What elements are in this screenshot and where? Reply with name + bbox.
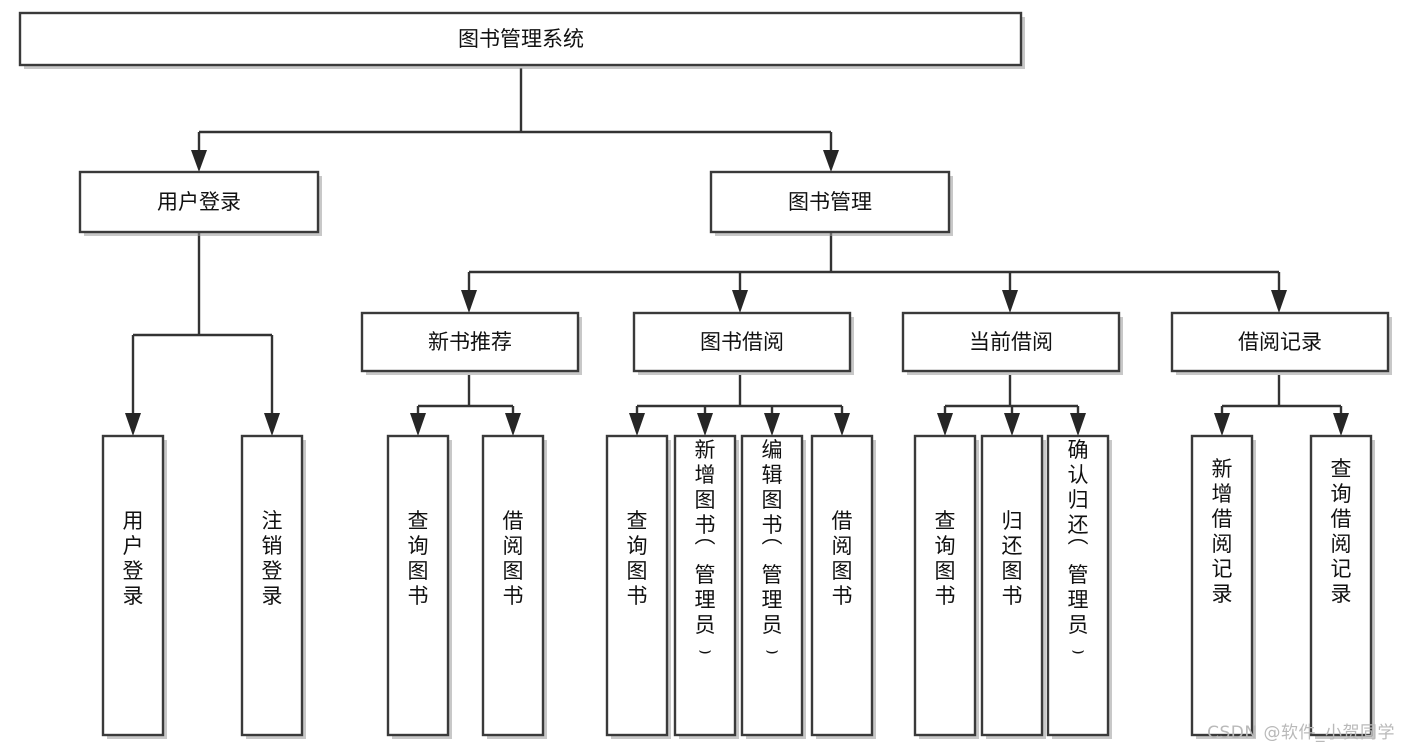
leaf-query-borrow-record-box <box>1309 434 1373 737</box>
leaf-query-book-1-label: 查询图书 <box>408 509 429 608</box>
leaf-return-book-label: 归还图书 <box>1002 509 1023 608</box>
root-label: 图书管理系统 <box>458 27 584 51</box>
user-login-box <box>78 170 320 234</box>
arrow-to-current-borrow <box>1002 290 1018 313</box>
leaf-add-book-admin-box <box>673 434 737 737</box>
arrow-leaf-borrow-book-2 <box>834 413 850 436</box>
leaf-confirm-return-admin-label: 确认归还⌒管理员⌣ <box>1068 438 1089 662</box>
leaf-user-login-box <box>101 434 165 737</box>
arrow-leaf-query-book-1 <box>410 413 426 436</box>
arrow-leaf-add-borrow-record <box>1214 413 1230 436</box>
arrow-leaf-return-book <box>1004 413 1020 436</box>
leaf-borrow-book-2-label: 借阅图书 <box>832 509 853 608</box>
arrow-leaf-confirm-return-admin <box>1070 413 1086 436</box>
leaf-query-book-3-label: 查询图书 <box>935 509 956 608</box>
arrow-leaf-user-login <box>125 413 141 436</box>
leaf-logout-login-box <box>240 434 304 737</box>
arrow-leaf-edit-book-admin <box>764 413 780 436</box>
leaf-user-login[interactable]: 用户登录 <box>101 434 167 739</box>
arrow-to-book-borrow <box>732 290 748 313</box>
leaf-query-book-3[interactable]: 查询图书 <box>913 434 979 739</box>
leaf-return-book-box <box>980 434 1044 737</box>
node-user-login[interactable]: 用户登录 <box>78 170 322 236</box>
arrow-leaf-query-borrow-record <box>1333 413 1349 436</box>
leaf-edit-book-admin-label: 编辑图书⌒管理员⌣ <box>762 438 783 662</box>
arrow-to-book-manage <box>823 150 839 172</box>
arrow-to-borrow-record <box>1271 290 1287 313</box>
leaf-query-book-2[interactable]: 查询图书 <box>605 434 671 739</box>
node-book-borrow[interactable]: 图书借阅 <box>632 311 854 375</box>
leaf-return-book[interactable]: 归还图书 <box>980 434 1046 739</box>
leaf-edit-book-admin-box <box>740 434 804 737</box>
leaf-borrow-book-1-label: 借阅图书 <box>503 509 524 608</box>
leaf-borrow-book-1[interactable]: 借阅图书 <box>481 434 547 739</box>
node-new-book-recommend[interactable]: 新书推荐 <box>360 311 582 375</box>
leaf-query-borrow-record[interactable]: 查询借阅记录 <box>1309 434 1375 739</box>
arrow-leaf-query-book-3 <box>937 413 953 436</box>
leaf-logout-login-label: 注销登录 <box>262 509 283 608</box>
leaf-add-borrow-record-label: 新增借阅记录 <box>1212 457 1233 606</box>
arrow-leaf-add-book-admin <box>697 413 713 436</box>
leaf-borrow-book-2[interactable]: 借阅图书 <box>810 434 876 739</box>
leaf-add-book-admin[interactable]: 新增图书⌒管理员⌣ <box>673 434 739 739</box>
arrow-leaf-logout-login <box>264 413 280 436</box>
leaf-confirm-return-admin-box <box>1046 434 1110 737</box>
leaf-borrow-book-2-box <box>810 434 874 737</box>
book-manage-label: 图书管理 <box>788 190 872 214</box>
leaf-query-book-1-box <box>386 434 450 737</box>
leaf-confirm-return-admin[interactable]: 确认归还⌒管理员⌣ <box>1046 434 1112 739</box>
leaf-query-book-2-box <box>605 434 669 737</box>
connectors-layer <box>125 68 1349 436</box>
node-borrow-record[interactable]: 借阅记录 <box>1170 311 1392 375</box>
nbr-label: 新书推荐 <box>428 330 512 354</box>
arrow-leaf-query-book-2 <box>629 413 645 436</box>
arrow-to-new-book-recommend <box>461 290 477 313</box>
bb-label: 图书借阅 <box>700 330 784 354</box>
br-box <box>1170 311 1390 373</box>
leaf-query-book-2-label: 查询图书 <box>627 509 648 608</box>
cb-box <box>901 311 1121 373</box>
leaf-user-login-label: 用户登录 <box>123 509 144 608</box>
leaf-borrow-book-1-box <box>481 434 545 737</box>
bb-box <box>632 311 852 373</box>
leaf-logout-login[interactable]: 注销登录 <box>240 434 306 739</box>
arrow-leaf-borrow-book-1 <box>505 413 521 436</box>
csdn-watermark: CSDN @软件_小贺同学 <box>1207 723 1395 743</box>
node-current-borrow[interactable]: 当前借阅 <box>901 311 1123 375</box>
leaf-edit-book-admin[interactable]: 编辑图书⌒管理员⌣ <box>740 434 806 739</box>
user-login-label: 用户登录 <box>157 190 241 214</box>
leaf-add-book-admin-label: 新增图书⌒管理员⌣ <box>695 438 716 662</box>
node-root[interactable]: 图书管理系统 <box>18 11 1025 69</box>
node-book-manage[interactable]: 图书管理 <box>709 170 953 236</box>
leaf-add-borrow-record-box <box>1190 434 1254 737</box>
arrow-to-user-login <box>191 150 207 172</box>
leaf-query-book-1[interactable]: 查询图书 <box>386 434 452 739</box>
leaf-add-borrow-record[interactable]: 新增借阅记录 <box>1190 434 1256 739</box>
cb-label: 当前借阅 <box>969 330 1053 354</box>
nbr-box <box>360 311 580 373</box>
leaf-query-borrow-record-label: 查询借阅记录 <box>1331 457 1352 606</box>
br-label: 借阅记录 <box>1238 330 1322 354</box>
book-manage-box <box>709 170 951 234</box>
leaf-query-book-3-box <box>913 434 977 737</box>
root-box <box>18 11 1023 67</box>
